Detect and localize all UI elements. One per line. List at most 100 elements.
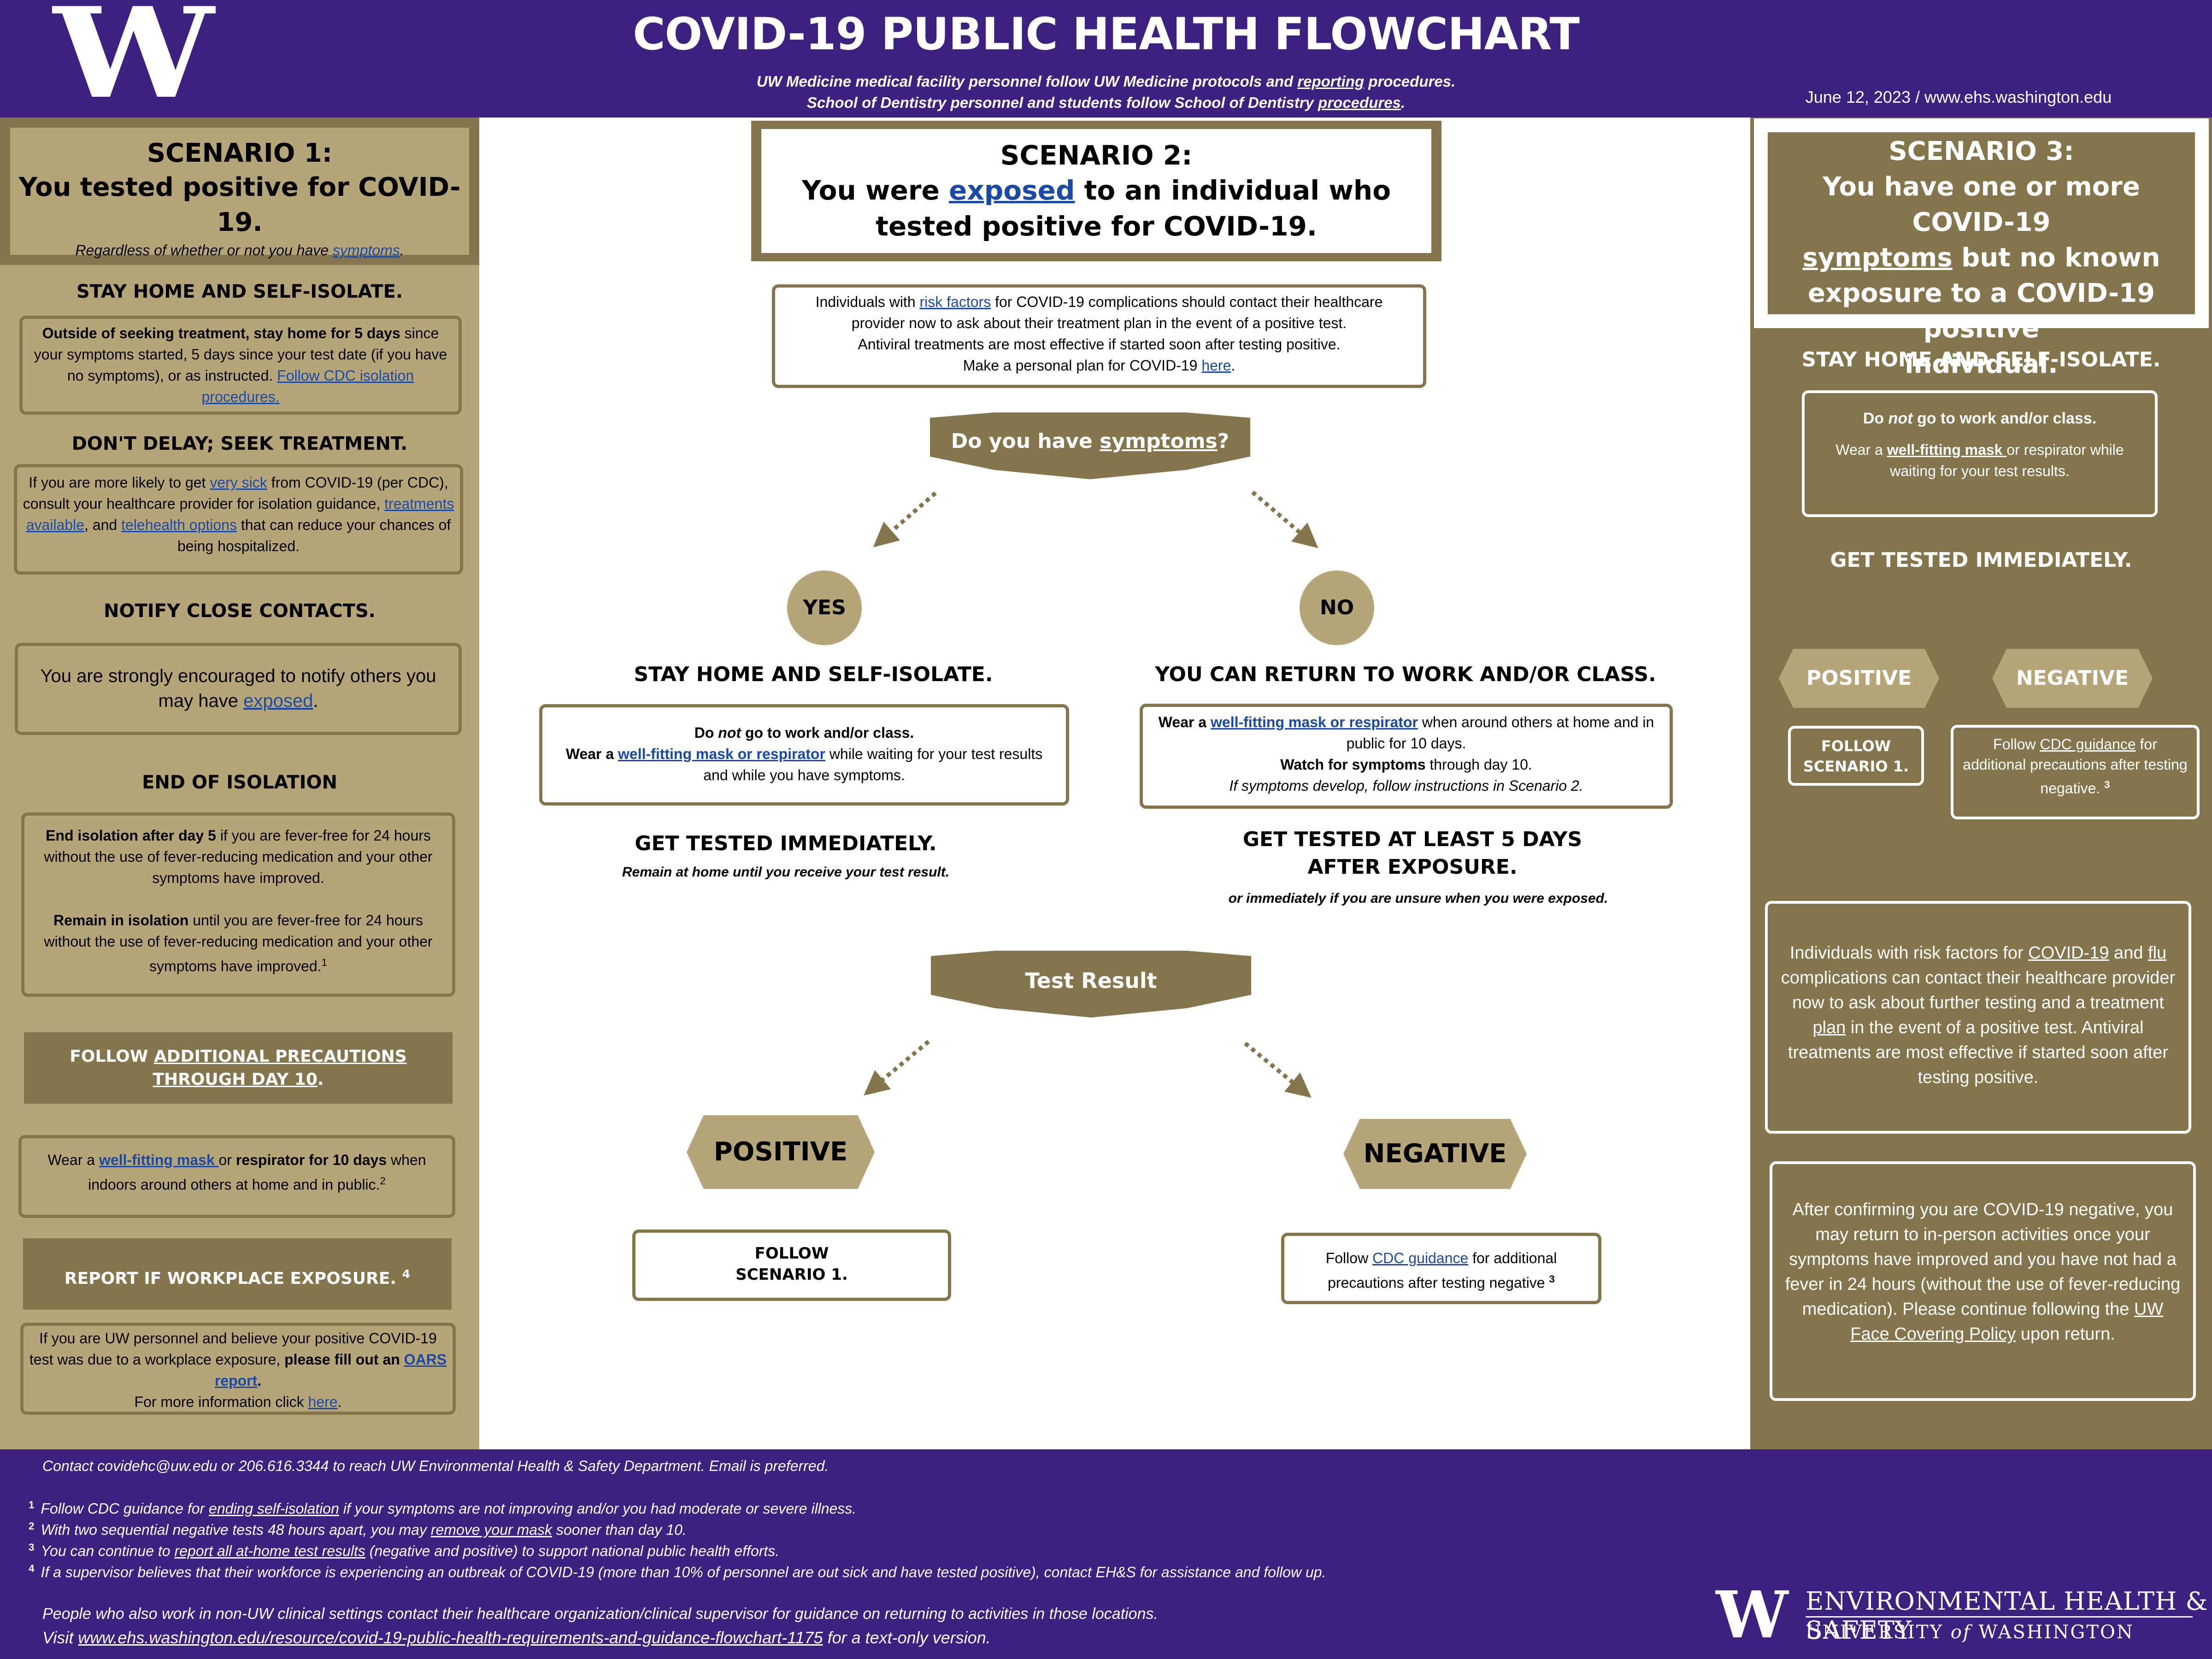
s1-end-isolation-box: End isolation after day 5 if you are fev… [21, 812, 455, 997]
ehs-name: ENVIRONMENTAL HEALTH & SAFETY [1806, 1587, 2208, 1645]
no-circle: NO [1300, 571, 1374, 645]
telehealth-options-link[interactable]: telehealth options [121, 517, 237, 533]
report-at-home-tests-link[interactable]: report all at-home test results [174, 1542, 365, 1559]
s1-notify-heading: NOTIFY CLOSE CONTACTS. [104, 600, 376, 622]
reporting-link[interactable]: reporting [1297, 73, 1365, 90]
arrow-to-negative [1244, 1041, 1312, 1098]
yes-stay-home-box: Do not go to work and/or class. Wear a w… [539, 704, 1069, 806]
scenario-1-label: SCENARIO 1: [147, 138, 333, 168]
s1-oars-box: If you are UW personnel and believe your… [20, 1323, 456, 1415]
s3-stay-home-box: Do not go to work and/or class. Wear a w… [1802, 390, 2158, 517]
very-sick-link[interactable]: very sick [210, 474, 267, 491]
page-title: COVID-19 PUBLIC HEALTH FLOWCHART [633, 8, 1580, 60]
footer: Contact covidehc@uw.edu or 206.616.3344 … [0, 1449, 2212, 1659]
scenario-3-header: SCENARIO 3: You have one or more COVID-1… [1754, 118, 2209, 379]
footer-text-version: Visit www.ehs.washington.edu/resource/co… [42, 1628, 991, 1647]
s3-negative-guidance-box: Follow CDC guidance for additional preca… [1951, 725, 2200, 819]
s3-cdc-guidance-link[interactable]: CDC guidance [2040, 736, 2136, 753]
text-only-version-link[interactable]: www.ehs.washington.edu/resource/covid-19… [78, 1628, 823, 1647]
s3-mask-link[interactable]: well-fitting mask [1887, 441, 2007, 458]
footer-other-settings: People who also work in non-UW clinical … [42, 1605, 1158, 1623]
scenario-1-subtitle: Regardless of whether or not you have sy… [75, 242, 404, 259]
arrow-to-no [1251, 490, 1318, 548]
no-mask-link[interactable]: well-fitting mask or respirator [1211, 714, 1418, 730]
yes-mask-link[interactable]: well-fitting mask or respirator [618, 746, 825, 762]
s1-mask-box: Wear a well-fitting mask or respirator f… [18, 1135, 455, 1218]
ehs-divider [1806, 1616, 2193, 1618]
exposed-link[interactable]: exposed [243, 691, 313, 711]
no-return-heading: YOU CAN RETURN TO WORK AND/OR CLASS. [1155, 663, 1656, 686]
get-tested-5-days-sub: or immediately if you are unsure when yo… [1228, 891, 1608, 906]
s1-seek-treatment-box: If you are more likely to get very sick … [14, 464, 463, 575]
question-symptoms-link[interactable]: symptoms [1100, 429, 1218, 453]
s2-negative-hex: NEGATIVE [1343, 1119, 1527, 1189]
s2-negative-guidance-box: Follow CDC guidance for additional preca… [1281, 1233, 1601, 1304]
risk-factors-link[interactable]: risk factors [919, 294, 991, 310]
report-workplace-banner: REPORT IF WORKPLACE EXPOSURE. 4 [23, 1238, 452, 1310]
additional-precautions-banner: FOLLOW ADDITIONAL PRECAUTIONS THROUGH DA… [24, 1032, 453, 1104]
treatments-available-link[interactable]: treatments available [26, 495, 454, 533]
s1-notify-box: You are strongly encouraged to notify ot… [15, 643, 462, 735]
s2-cdc-guidance-link[interactable]: CDC guidance [1372, 1250, 1469, 1266]
s3-positive-hex: POSITIVE [1779, 649, 1939, 708]
scenario-2-label: SCENARIO 2: [1000, 140, 1193, 171]
ending-self-isolation-link[interactable]: ending self-isolation [209, 1500, 339, 1517]
s2-positive-hex: POSITIVE [687, 1115, 875, 1189]
s3-plan-link[interactable]: plan [1812, 1018, 1846, 1037]
remove-your-mask-link[interactable]: remove your mask [430, 1521, 553, 1538]
scenario-1-header: SCENARIO 1: You tested positive for COVI… [0, 118, 479, 265]
yes-stay-home-heading: STAY HOME AND SELF-ISOLATE. [634, 663, 993, 686]
symptoms-link[interactable]: symptoms [332, 242, 400, 259]
scenario-2-header: SCENARIO 2: You were exposed to an indiv… [751, 121, 1441, 261]
header-bar: W COVID-19 PUBLIC HEALTH FLOWCHART UW Me… [0, 0, 2212, 118]
dentistry-procedures-link[interactable]: procedures [1318, 94, 1401, 111]
arrow-to-positive [864, 1040, 930, 1096]
s3-get-tested-heading: GET TESTED IMMEDIATELY. [1830, 548, 2132, 572]
scenario-3-title: You have one or more COVID-19 symptoms b… [1802, 172, 2160, 379]
date-website: June 12, 2023 / www.ehs.washington.edu [1805, 88, 2112, 106]
s1-stay-home-box: Outside of seeking treatment, stay home … [19, 316, 462, 415]
well-fitting-mask-link[interactable]: well-fitting mask [99, 1152, 219, 1168]
s2-exposed-link[interactable]: exposed [948, 175, 1075, 206]
uw-face-covering-policy-link[interactable]: UW Face Covering Policy [1850, 1300, 2164, 1344]
get-tested-immediately-sub: Remain at home until you receive your te… [622, 865, 950, 880]
additional-precautions-link[interactable]: ADDITIONAL PRECAUTIONS THROUGH DAY 10 [153, 1047, 407, 1089]
arrow-to-yes [873, 491, 937, 547]
get-tested-immediately-heading: GET TESTED IMMEDIATELY. [635, 832, 937, 855]
s3-symptoms-link[interactable]: symptoms [1802, 243, 1953, 273]
cdc-isolation-link[interactable]: Follow CDC isolation procedures. [201, 367, 414, 405]
scenario-2-title: You were exposed to an individual who te… [801, 175, 1391, 242]
s1-stay-home-heading: STAY HOME AND SELF-ISOLATE. [76, 281, 403, 302]
scenario-3-column: SCENARIO 3: You have one or more COVID-1… [1750, 118, 2212, 1449]
no-return-box: Wear a well-fitting mask or respirator w… [1140, 704, 1673, 809]
footer-contact: Contact covidehc@uw.edu or 206.616.3344 … [42, 1458, 829, 1474]
scenario-1-title: You tested positive for COVID-19. [18, 172, 461, 237]
s3-stay-home-heading: STAY HOME AND SELF-ISOLATE. [1801, 348, 2161, 371]
s1-seek-treatment-heading: DON'T DELAY; SEEK TREATMENT. [71, 433, 408, 454]
uw-logo: W [53, 0, 214, 126]
s1-end-isolation-heading: END OF ISOLATION [142, 772, 337, 793]
uw-name: UNIVERSITY of WASHINGTON [1806, 1622, 2134, 1643]
scenario-1-column: SCENARIO 1: You tested positive for COVI… [0, 118, 479, 1449]
scenario-3-label: SCENARIO 3: [1888, 136, 2074, 166]
s3-risk-info-box: Individuals with risk factors for COVID-… [1765, 901, 2191, 1134]
header-subtitle-2: School of Dentistry personnel and studen… [806, 94, 1406, 111]
s3-negative-hex: NEGATIVE [1992, 649, 2153, 708]
header-subtitle-1: UW Medicine medical facility personnel f… [756, 73, 1456, 90]
yes-circle: YES [787, 571, 862, 645]
s2-risk-factors-box: Individuals with risk factors for COVID-… [772, 284, 1426, 388]
s3-flu-link[interactable]: flu [2148, 943, 2167, 963]
s3-covid-link[interactable]: COVID-19 [2028, 943, 2109, 963]
personal-plan-link[interactable]: here [1201, 357, 1231, 374]
ehs-uw-logo: W [1716, 1577, 1788, 1653]
s3-return-info-box: After confirming you are COVID-19 negati… [1770, 1161, 2196, 1401]
more-info-here-link[interactable]: here [308, 1394, 338, 1410]
oars-report-link[interactable]: OARS report [214, 1351, 447, 1389]
